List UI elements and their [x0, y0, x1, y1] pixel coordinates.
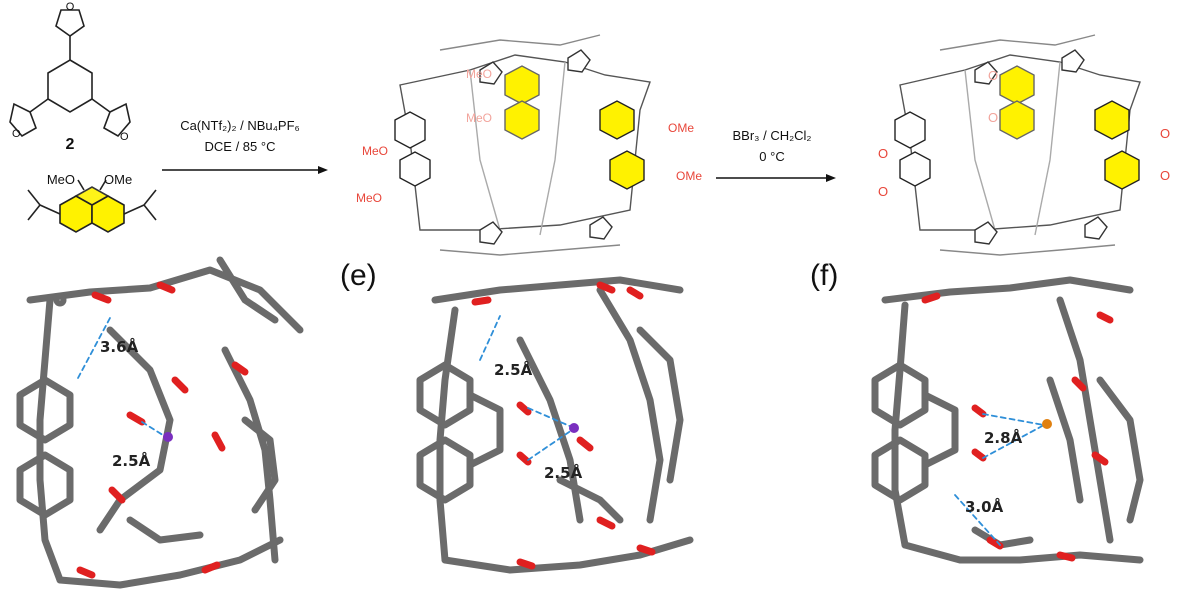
cage1-methoxy-label: MeO — [362, 144, 388, 158]
cage1-methoxy-label: MeO — [356, 191, 382, 205]
cage1-methoxy-label: OMe — [676, 169, 702, 183]
quinone-cage-structure — [894, 34, 1141, 256]
cage2-oxo-label: O — [988, 110, 998, 125]
crystal-structure-panel-f — [871, 276, 1144, 564]
dimethoxyphenanthrene-structure — [27, 179, 157, 233]
oxygen-atoms-panel-f — [921, 292, 1114, 562]
contact-lines — [77, 315, 1045, 546]
compound-number: 2 — [66, 136, 75, 153]
step2-conditions-line1: BBr₃ / CH₂Cl₂ — [733, 128, 812, 143]
distance-label: 3.0Å — [965, 497, 1004, 516]
distance-label: 2.5Å — [494, 360, 533, 379]
step1-conditions-line2: DCE / 85 °C — [205, 139, 276, 154]
furan-o-label: O — [66, 1, 75, 13]
methoxy-cage-structure — [394, 34, 651, 256]
oxygen-atoms-panel-e — [471, 281, 656, 570]
panel-letter: (f) — [810, 259, 838, 292]
cage2-oxo-label: O — [878, 146, 888, 161]
cation-sphere — [1042, 419, 1052, 429]
panel-letter: (e) — [340, 259, 377, 292]
distance-label: 3.6Å — [100, 337, 139, 356]
oxygen-atoms-panel-1 — [76, 281, 249, 579]
reaction-arrow-1 — [162, 166, 328, 174]
step2-conditions-line2: 0 °C — [759, 149, 784, 164]
furan-o-label: O — [120, 131, 129, 143]
cage1-methoxy-label: MeO — [466, 67, 492, 81]
distance-label: 2.5Å — [544, 463, 583, 482]
crystal-structure-panel-e — [416, 276, 694, 574]
cage2-oxo-label: O — [878, 184, 888, 199]
reactant-methoxy-label: OMe — [104, 172, 132, 187]
cage2-oxo-label: O — [1160, 168, 1170, 183]
cage1-methoxy-label: MeO — [466, 111, 492, 125]
cage1-methoxy-label: OMe — [668, 121, 694, 135]
cation-sphere — [569, 423, 579, 433]
reactant-methoxy-label: MeO — [47, 172, 75, 187]
distance-label: 2.8Å — [984, 428, 1023, 447]
step1-conditions-line1: Ca(NTf₂)₂ / NBu₄PF₆ — [180, 118, 300, 133]
cage2-oxo-label: O — [1160, 126, 1170, 141]
cation-sphere — [163, 432, 173, 442]
reaction-arrow-2 — [716, 174, 836, 182]
compound-2-structure — [9, 9, 131, 138]
crystal-structure-panel-1 — [16, 256, 304, 589]
cage2-oxo-label: O — [988, 68, 998, 83]
distance-label: 2.5Å — [112, 451, 151, 470]
furan-o-label: O — [12, 128, 21, 140]
